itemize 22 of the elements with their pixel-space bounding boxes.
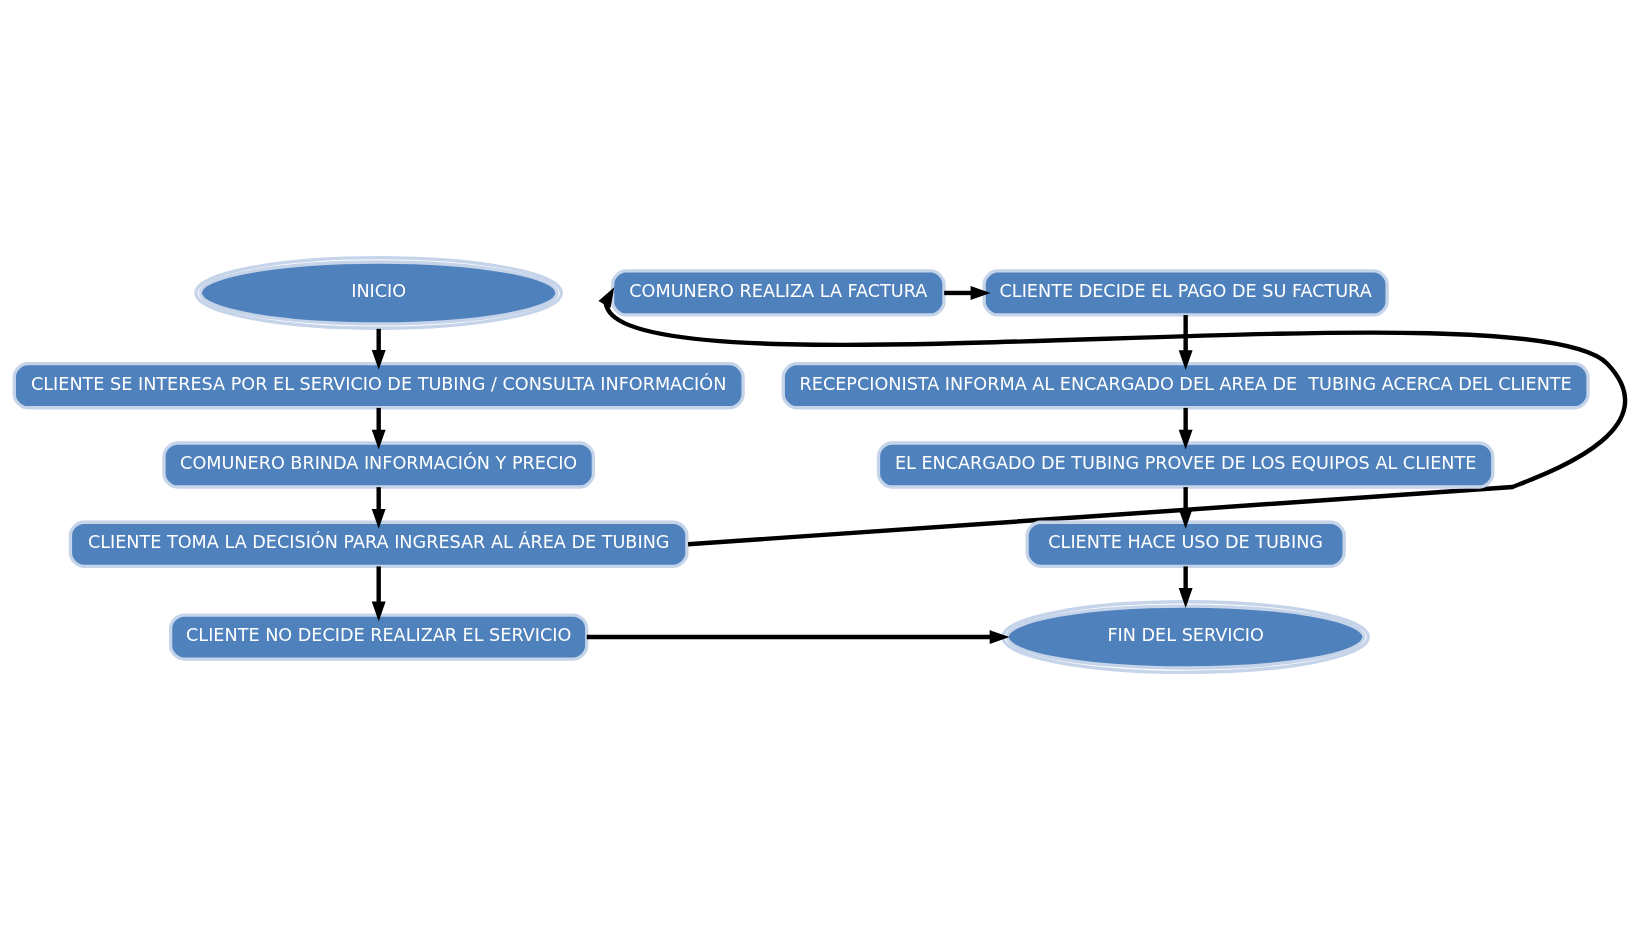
node-box: CLIENTE HACE USO DE TUBING	[1025, 520, 1346, 568]
arrow	[371, 486, 386, 529]
arrow	[1178, 314, 1193, 370]
node-box: CLIENTE NO DECIDE REALIZAR EL SERVICIO	[168, 612, 589, 661]
node-ellipse: FIN DEL SERVICIO	[1001, 599, 1371, 674]
node-box: RECEPCIONISTA INFORMA AL ENCARGADO DEL AREA DE TUBING ACERCA DEL CLIENTE	[781, 361, 1590, 409]
arrow	[1178, 486, 1193, 529]
node-box: COMUNERO BRINDA INFORMACIÓN Y PRECIO	[162, 440, 595, 489]
arrow	[371, 407, 386, 450]
node-box: CLIENTE SE INTERESA POR EL SERVICIO DE TUBING / CONSULTA INFORMACIÓN	[12, 361, 745, 409]
arrow	[1178, 565, 1193, 608]
arrow	[944, 285, 991, 300]
arrow	[586, 629, 1010, 644]
node-box: COMUNERO REALIZA LA FACTURA	[611, 268, 946, 317]
arrow	[598, 286, 1626, 546]
arrow	[371, 565, 386, 621]
node-box: EL ENCARGADO DE TUBING PROVEE DE LOS EQUIPOS AL CLIENTE	[876, 440, 1495, 489]
node-box: CLIENTE TOMA LA DECISIÓN PARA INGRESAR AL ÁREA DE TUBING	[68, 520, 689, 568]
node-box: CLIENTE DECIDE EL PAGO DE SU FACTURA	[982, 268, 1389, 317]
node-ellipse: INICIO	[194, 255, 564, 330]
arrow	[1178, 407, 1193, 450]
arrow	[371, 328, 386, 370]
